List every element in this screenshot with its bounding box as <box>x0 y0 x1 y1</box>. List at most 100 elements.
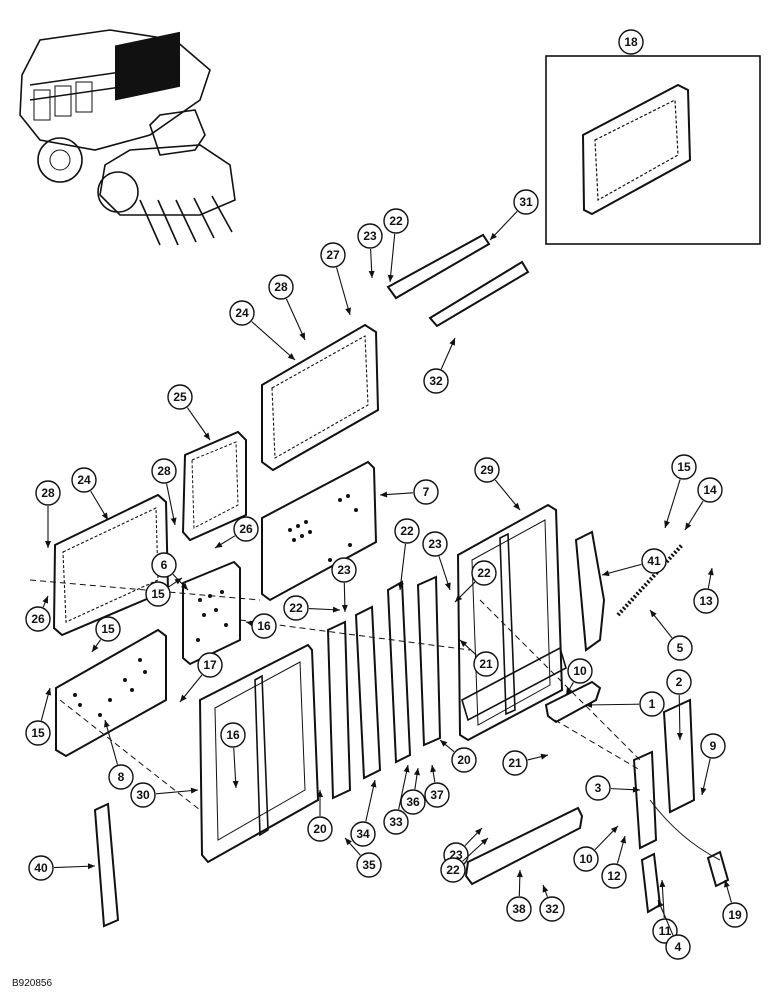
callout-circle <box>220 722 246 748</box>
callout-label: 35 <box>362 858 376 872</box>
leader-arrowhead <box>87 863 95 870</box>
leader-arrowhead <box>440 740 448 747</box>
leader-line <box>336 267 351 316</box>
leader-arrowhead <box>180 582 188 590</box>
callout-label: 23 <box>337 563 351 577</box>
callout-circle <box>471 560 497 586</box>
callout-circle <box>413 479 439 505</box>
callout-circle <box>473 651 499 677</box>
callout-label: 19 <box>728 908 742 922</box>
callout-label: 14 <box>703 483 717 497</box>
callout-10: 10 <box>573 825 619 872</box>
leader-arrowhead <box>170 517 177 525</box>
callout-13: 13 <box>693 567 719 614</box>
frame-30 <box>198 643 320 864</box>
callout-circle <box>95 616 121 642</box>
callout-circle <box>474 457 500 483</box>
leader-arrowhead <box>516 870 523 878</box>
callout-circle <box>666 669 692 695</box>
leader-arrowhead <box>42 596 48 604</box>
leader-line <box>678 694 681 741</box>
wire-spring <box>649 799 721 861</box>
leader-arrowhead <box>341 604 348 612</box>
callout-28: 28 <box>268 274 306 341</box>
strip-4 <box>640 852 662 914</box>
callout-16: 16 <box>245 613 277 639</box>
callout-circle <box>665 934 691 960</box>
callout-38: 38 <box>506 869 532 922</box>
callout-label: 22 <box>477 566 491 580</box>
callout-circle <box>567 658 593 684</box>
callout-circle <box>700 733 726 759</box>
callout-22: 22 <box>440 837 489 883</box>
deflector-40 <box>93 802 120 928</box>
leader-arrowhead <box>345 307 351 315</box>
callout-9: 9 <box>700 733 726 796</box>
inset-box-18 <box>545 55 761 245</box>
callout-circle <box>722 902 748 928</box>
callout-circle <box>151 458 177 484</box>
callout-label: 17 <box>203 658 217 672</box>
callout-label: 34 <box>356 827 370 841</box>
document-code: B920856 <box>12 978 53 989</box>
callout-circle <box>35 480 61 506</box>
leader-line <box>104 719 119 765</box>
leader-arrowhead <box>542 885 549 893</box>
callout-label: 15 <box>677 460 691 474</box>
callout-circle <box>350 821 376 847</box>
leader-arrowhead <box>45 541 51 548</box>
callout-label: 23 <box>363 229 377 243</box>
callout-label: 7 <box>423 485 430 499</box>
callout-circle <box>424 782 450 808</box>
screen-24-lower <box>52 493 170 637</box>
leader-arrowhead <box>414 768 420 776</box>
callout-22: 22 <box>383 208 409 283</box>
leader-arrowhead <box>585 701 593 708</box>
callout-circle <box>383 208 409 234</box>
callout-label: 6 <box>161 558 168 572</box>
callout-21: 21 <box>502 750 549 776</box>
leader-arrowhead <box>45 688 52 696</box>
leader-line <box>389 233 396 283</box>
channels-2-3 <box>632 698 696 850</box>
callout-24: 24 <box>71 467 109 521</box>
callout-4: 4 <box>657 899 691 960</box>
callout-circle <box>28 855 54 881</box>
callout-label: 24 <box>235 306 249 320</box>
leader-arrowhead <box>101 512 108 520</box>
callout-10: 10 <box>565 658 593 696</box>
callout-label: 36 <box>406 795 420 809</box>
callout-15: 15 <box>91 616 121 653</box>
callout-label: 33 <box>389 815 403 829</box>
callout-7: 7 <box>379 479 439 505</box>
callout-label: 22 <box>400 524 414 538</box>
callout-circle <box>539 896 565 922</box>
callout-label: 28 <box>41 486 55 500</box>
callout-circle <box>229 300 255 326</box>
callout-circle <box>697 477 723 503</box>
leader-arrowhead <box>724 880 730 888</box>
leader-line <box>285 298 306 341</box>
leader-line <box>251 321 296 361</box>
callout-30: 30 <box>130 782 199 808</box>
callout-15: 15 <box>25 687 52 746</box>
callout-circle <box>71 467 97 493</box>
callout-label: 15 <box>151 587 165 601</box>
leader-arrowhead <box>659 880 666 888</box>
callout-37: 37 <box>424 764 450 808</box>
callout-circle <box>268 274 294 300</box>
leader-arrowhead <box>397 582 404 590</box>
callout-circle <box>667 635 693 661</box>
callout-25: 25 <box>167 384 211 441</box>
callout-label: 15 <box>101 622 115 636</box>
callout-label: 41 <box>647 554 661 568</box>
leader-arrowhead <box>455 594 463 602</box>
bracket-38 <box>464 806 584 886</box>
callout-circle <box>400 789 426 815</box>
leader-arrowhead <box>345 838 352 846</box>
callout-label: 26 <box>31 612 45 626</box>
callout-label: 10 <box>579 852 593 866</box>
callout-circle <box>440 857 466 883</box>
